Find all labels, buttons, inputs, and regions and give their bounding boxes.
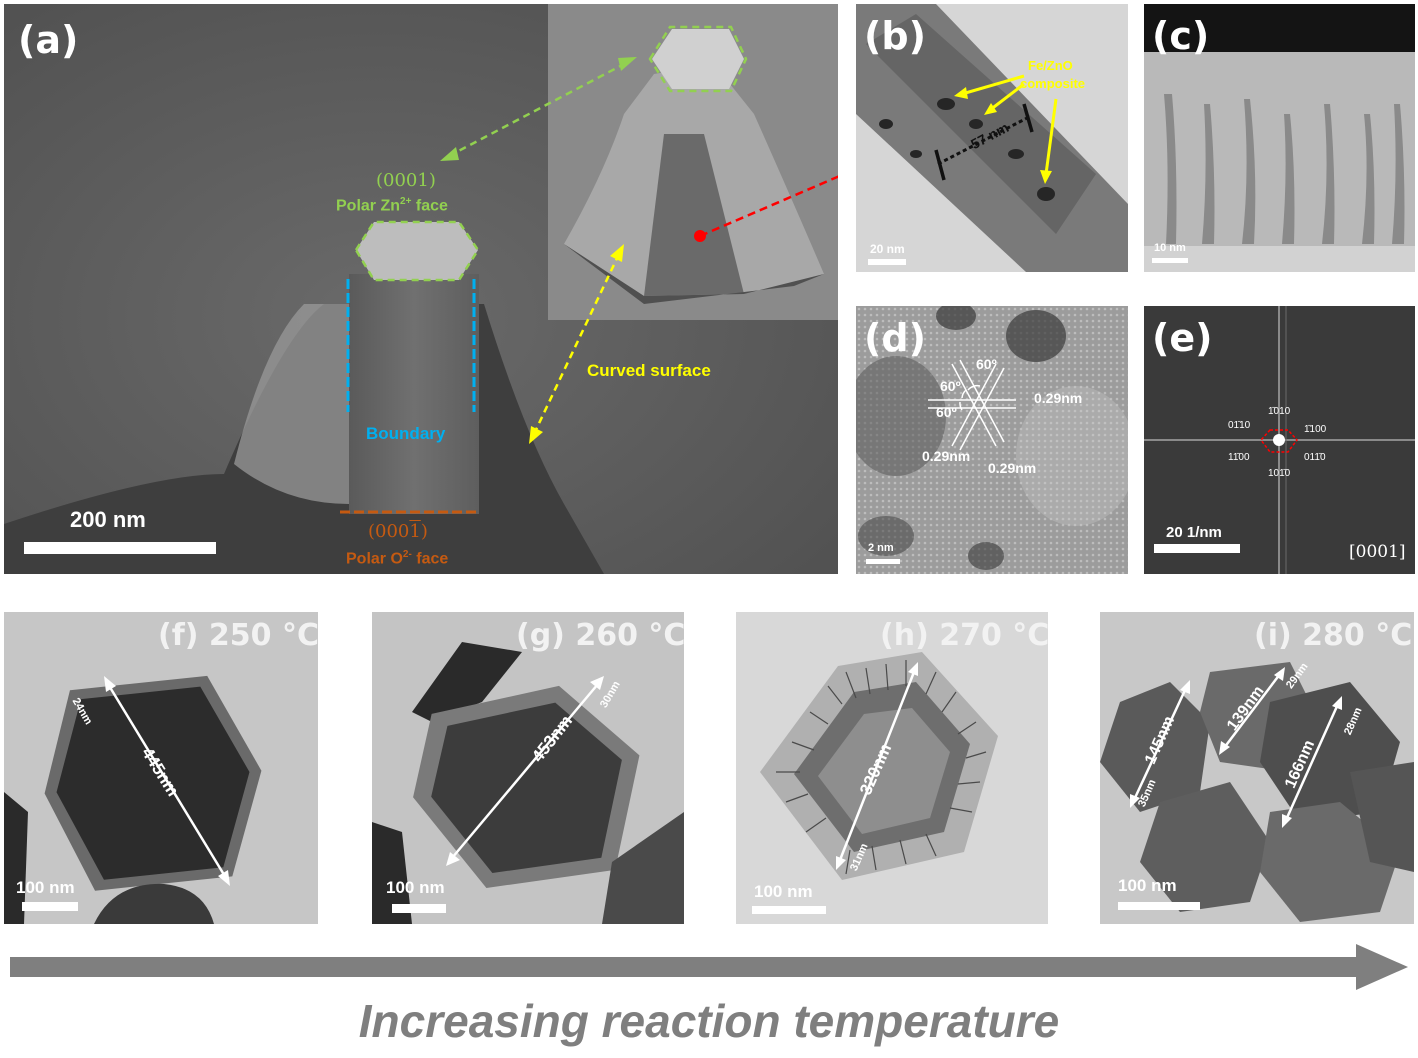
bottom-face-description: Polar O2- face: [346, 549, 448, 568]
composite-label-line2: composite: [1020, 76, 1086, 91]
scale-bar-c: [1152, 258, 1188, 263]
panel-g-label: (g) 260 °C: [516, 618, 684, 653]
scale-bar-i: [1118, 902, 1200, 910]
composite-label-line1: Fe/ZnO: [1028, 58, 1073, 73]
panel-a-label: (a): [18, 18, 79, 62]
annotations-i: [1130, 667, 1342, 828]
top-face-index: (0001): [376, 170, 436, 191]
scale-bar-f: [22, 902, 78, 911]
scale-bar-label-h: 100 nm: [754, 882, 813, 901]
angle-top: 60º: [976, 356, 997, 372]
spot-top-right: 1̄100: [1304, 424, 1327, 435]
spacing-right: 0.29nm: [1034, 390, 1083, 406]
scale-bar-label-i: 100 nm: [1118, 876, 1177, 895]
caption-increasing-temperature: Increasing reaction temperature: [358, 995, 1060, 1047]
panel-i: (i) 280 °C 145nm 35nm 139nm 29nm 166nm 2…: [1100, 612, 1414, 924]
angle-mid: 60º: [940, 378, 961, 394]
scale-bar-label-f: 100 nm: [16, 878, 75, 897]
spot-bottom-right: 011̄0: [1304, 452, 1326, 463]
spacing-bottom: 0.29nm: [988, 460, 1037, 476]
curved-surface-label: Curved surface: [587, 361, 711, 380]
scale-bar-label-b: 20 nm: [870, 242, 905, 256]
annotations-a: [340, 25, 838, 514]
panel-c: (c) 10 nm: [1144, 4, 1415, 272]
panel-d: (d) 60º 60º 60º 0.29nm 0.29nm 0.29nm 2 n…: [856, 306, 1128, 574]
tem-image-h: [736, 612, 1048, 924]
panel-b: (b) Fe/ZnO composite 57 nm 20 nm: [856, 4, 1128, 272]
spot-bottom: 101̄0: [1268, 468, 1291, 479]
bottom-face-index: (0001): [368, 521, 428, 542]
inset-top-hexagon: [648, 25, 748, 93]
panel-i-label: (i) 280 °C: [1254, 618, 1413, 653]
zone-axis: [0001]: [1349, 542, 1406, 562]
scale-bar-e: [1154, 544, 1240, 553]
bottom-face-index-bar: 1: [409, 521, 421, 542]
scale-bar-a: [24, 542, 216, 554]
top-face-desc-suffix: face: [411, 197, 448, 215]
panel-c-label: (c): [1152, 14, 1210, 58]
panel-e: (e) 1̄010 01̄10 1̄100 11̄00 011̄0 101̄0 …: [1144, 306, 1415, 574]
annotations-f: [104, 676, 230, 886]
annotations-h: [836, 662, 918, 870]
scale-bar-label-g: 100 nm: [386, 878, 445, 897]
boundary-label: Boundary: [366, 424, 446, 443]
scale-bar-label-a: 200 nm: [70, 507, 146, 532]
panel-h: (h) 270 °C 320nm 31nm 100 nm: [736, 612, 1048, 924]
top-face-hexagon: [354, 220, 480, 282]
panel-a: (a) (0001) Polar Zn2+ face Boundary Curv…: [4, 4, 838, 574]
annotations-d: [928, 359, 1016, 451]
panel-d-label: (d): [864, 316, 926, 360]
annotations-g: [446, 676, 604, 866]
bottom-face-desc-sup: 2-: [402, 549, 412, 560]
panel-f-label: (f) 250 °C: [158, 618, 318, 653]
tem-image-i: [1100, 612, 1414, 924]
bottom-face-desc-prefix: Polar O: [346, 550, 403, 568]
tem-image-b: [856, 4, 1128, 272]
scale-bar-label-e: 20 1/nm: [1166, 524, 1222, 541]
top-face-description: Polar Zn2+ face: [336, 196, 448, 215]
panel-h-label: (h) 270 °C: [880, 618, 1048, 653]
spacing-left: 0.29nm: [922, 448, 971, 464]
spot-top-left: 01̄10: [1228, 420, 1251, 431]
fft-image-e: [1144, 306, 1415, 574]
sem-image-a: [4, 4, 838, 574]
bottom-face-index-suffix: ): [420, 521, 428, 542]
scale-bar-d: [866, 559, 900, 564]
bottom-face-desc-suffix: face: [411, 550, 449, 568]
annotations-b: [934, 74, 1058, 184]
panel-g: (g) 260 °C 453nm 30nm 100 nm: [372, 612, 684, 924]
angle-low: 60º: [936, 404, 957, 420]
scale-bar-label-c: 10 nm: [1154, 242, 1186, 254]
scale-bar-label-d: 2 nm: [868, 542, 894, 554]
scale-bar-b: [868, 259, 906, 265]
stem-image-c: [1144, 4, 1415, 272]
bottom-face-index-prefix: (000: [368, 521, 410, 542]
scale-bar-h: [752, 906, 826, 914]
scale-bar-g: [392, 904, 446, 913]
panel-f: (f) 250 °C 445nm 24nm 100 nm: [4, 612, 318, 924]
panel-b-label: (b): [864, 14, 926, 58]
tem-image-f: [4, 612, 318, 924]
spot-top: 1̄010: [1268, 406, 1291, 417]
spot-bottom-left: 11̄00: [1228, 452, 1250, 463]
top-face-desc-sup: 2+: [400, 196, 412, 207]
top-face-desc-prefix: Polar Zn: [336, 197, 401, 215]
panel-e-label: (e): [1152, 316, 1213, 360]
